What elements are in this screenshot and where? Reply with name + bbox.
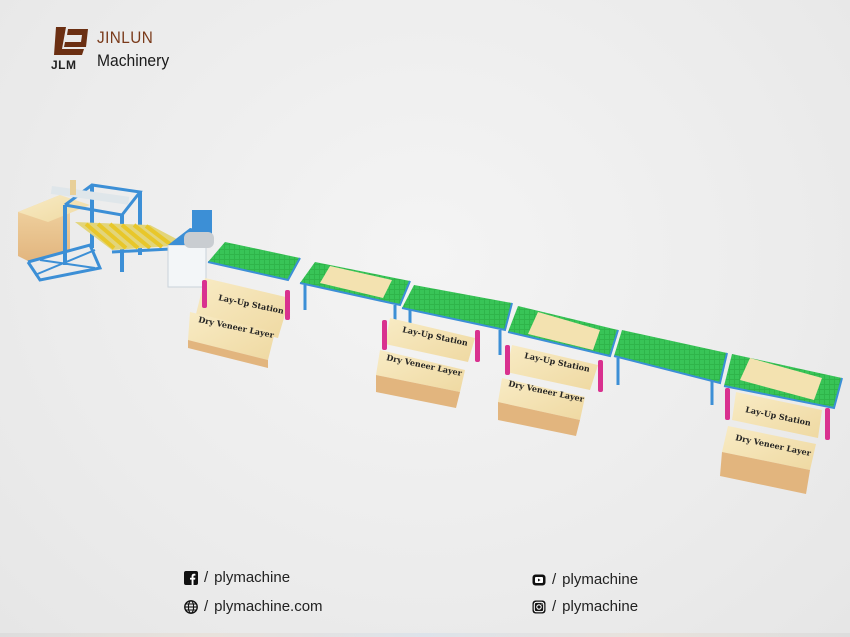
facebook-separator: / bbox=[204, 569, 209, 586]
website-link[interactable]: / plymachine.com bbox=[184, 598, 323, 615]
workers bbox=[202, 280, 830, 440]
facebook-handle: plymachine bbox=[214, 569, 291, 586]
brand-subtitle: Machinery bbox=[97, 51, 170, 70]
youtube-separator: / bbox=[552, 571, 557, 588]
website-handle: plymachine.com bbox=[214, 598, 323, 615]
production-line-render: Lay-Up Station Dry Veneer Layer Lay-Up S… bbox=[18, 180, 843, 494]
brand-logo: JLM JINLUN Machinery bbox=[50, 25, 190, 75]
instagram-handle: plymachine bbox=[562, 598, 639, 615]
jlm-logo-icon bbox=[54, 27, 88, 55]
glue-spreader bbox=[167, 210, 214, 288]
website-separator: / bbox=[204, 598, 209, 615]
logo-mark-text: JLM bbox=[51, 58, 77, 72]
youtube-icon bbox=[532, 574, 546, 585]
facebook-icon bbox=[184, 570, 198, 585]
globe-icon bbox=[184, 599, 198, 614]
station-4: Lay-Up Station Dry Veneer Layer bbox=[720, 392, 822, 494]
brand-name: JINLUN bbox=[97, 28, 154, 47]
bottom-border bbox=[0, 633, 850, 637]
station-3: Lay-Up Station Dry Veneer Layer bbox=[498, 345, 598, 436]
youtube-link[interactable]: / plymachine bbox=[532, 571, 638, 588]
youtube-handle: plymachine bbox=[562, 571, 639, 588]
instagram-separator: / bbox=[552, 598, 557, 615]
instagram-link[interactable]: / plymachine bbox=[532, 598, 638, 615]
facebook-link[interactable]: / plymachine bbox=[184, 569, 290, 586]
station-2: Lay-Up Station Dry Veneer Layer bbox=[376, 318, 475, 408]
conveyor-belts bbox=[207, 242, 843, 410]
station-1: Lay-Up Station Dry Veneer Layer bbox=[188, 278, 290, 368]
instagram-icon bbox=[532, 600, 546, 613]
roller-conveyor bbox=[75, 222, 191, 254]
veneer-feeder bbox=[18, 180, 143, 282]
